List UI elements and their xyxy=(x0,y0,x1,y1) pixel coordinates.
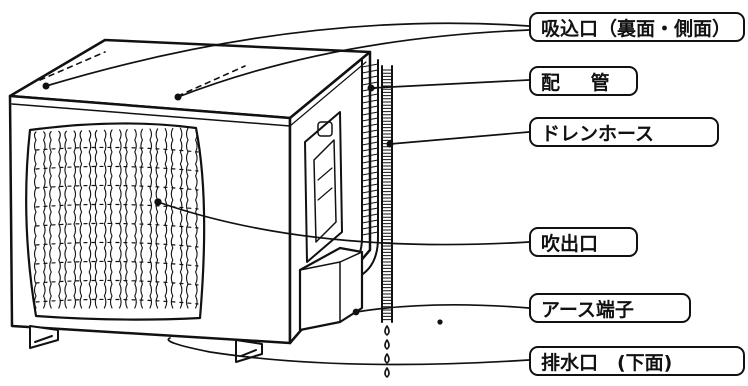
pipe-hatch-line xyxy=(361,123,379,128)
grille-line xyxy=(140,128,143,309)
water-droplet xyxy=(384,353,390,364)
grille-line xyxy=(58,130,61,309)
pipe-hatch-line xyxy=(361,165,379,170)
label-piping: 配 管 xyxy=(529,66,638,96)
grille-line xyxy=(109,129,113,309)
pipe-hatch-line xyxy=(361,177,379,182)
pipe-hatch-line xyxy=(361,63,379,68)
pipe-hatch-line xyxy=(361,75,379,80)
pipe-hatch-line xyxy=(361,117,379,122)
label-outlet: 吹出口 xyxy=(529,227,638,257)
side-service-panel xyxy=(304,111,343,263)
label-earth-terminal: アース端子 xyxy=(529,293,691,323)
label-intake: 吸込口（裏面・側面） xyxy=(529,12,745,42)
grille-line xyxy=(195,127,198,309)
grille-row xyxy=(35,298,199,305)
grille-line xyxy=(49,131,52,309)
grille-line xyxy=(79,130,83,309)
pipe-hatch-line xyxy=(361,207,379,212)
pipe-hatch-line xyxy=(361,189,379,194)
grille-row xyxy=(35,241,199,248)
grille-line xyxy=(43,131,46,309)
grille-line xyxy=(164,128,168,309)
small-dot-mark xyxy=(437,319,443,325)
pipe-hatch-line xyxy=(361,129,379,134)
pipe-hatch-line xyxy=(361,219,379,224)
pipe-hatch-line xyxy=(361,159,379,164)
grille-line xyxy=(103,129,107,309)
water-droplet xyxy=(384,339,390,350)
pipe-hatch-line xyxy=(361,81,379,86)
grille-row xyxy=(35,146,199,153)
pipe-hatch-line xyxy=(361,225,379,230)
leader-lines xyxy=(45,22,530,366)
pipe-hatch-line xyxy=(361,183,379,188)
pipe-hatch-line xyxy=(361,213,379,218)
grille-line xyxy=(185,127,189,309)
grille-line xyxy=(179,127,183,309)
label-drain-port: 排水口 (下面) xyxy=(529,346,745,376)
pipe-hatch-line xyxy=(361,147,379,152)
pipe-hatch-line xyxy=(361,93,379,98)
pipe-hatch-line xyxy=(361,69,379,74)
grille-line xyxy=(134,128,137,309)
grille-line xyxy=(73,130,77,309)
grille-line xyxy=(94,129,98,309)
grille-line xyxy=(155,128,159,309)
grille-row xyxy=(35,165,199,172)
grille-row xyxy=(35,203,199,210)
grille-line xyxy=(119,129,122,309)
pipe-hatch-line xyxy=(361,135,379,140)
pipe-hatch-line xyxy=(361,153,379,158)
pipe-hatch-line xyxy=(361,195,379,200)
grille-row xyxy=(35,260,199,267)
pipe-hatch-line xyxy=(361,111,379,116)
pipe-hatch-line xyxy=(361,201,379,206)
grille-line xyxy=(33,131,37,309)
grille-line xyxy=(64,130,67,309)
pipe-hatch-line xyxy=(361,231,379,236)
front-grille xyxy=(25,122,206,321)
grille-row xyxy=(35,279,199,286)
grille-row xyxy=(35,184,199,191)
grille-row xyxy=(35,222,199,229)
grille-line xyxy=(125,129,128,309)
water-droplet xyxy=(384,367,390,378)
pipe-hatch-line xyxy=(361,171,379,176)
pipe-hatch-line xyxy=(361,105,379,110)
grille-line xyxy=(149,128,153,309)
piping xyxy=(298,59,379,332)
label-drain-hose: ドレンホース xyxy=(529,117,719,147)
grille-line xyxy=(170,127,174,309)
grille-line xyxy=(88,130,92,309)
pipe-hatch-line xyxy=(361,141,379,146)
drain-hose xyxy=(381,65,394,378)
water-droplet xyxy=(384,325,390,336)
pipe-hatch-line xyxy=(361,99,379,104)
